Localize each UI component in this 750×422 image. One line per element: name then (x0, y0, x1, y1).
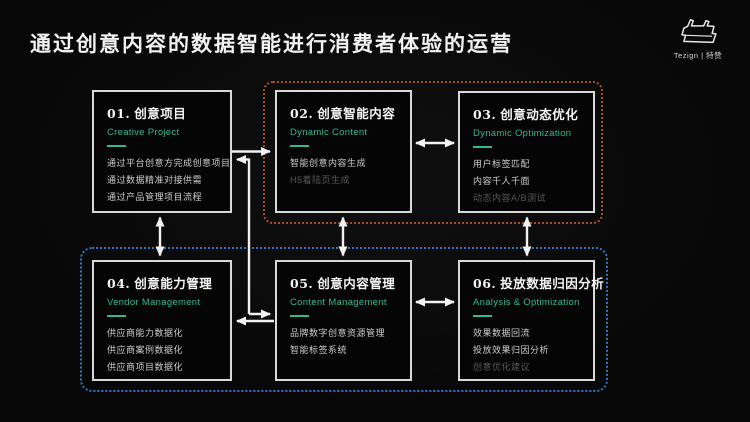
box-title: 04.创意能力管理 (107, 273, 218, 292)
box-subtitle: Analysis & Optimization (473, 297, 580, 308)
list-item: 智能标签系统 (290, 345, 348, 355)
list-item: 动态内容A/B测试 (473, 193, 547, 203)
list-item: 品牌数字创意资源管理 (290, 328, 386, 338)
box-title-text: 创意智能内容 (317, 106, 396, 121)
list-item: H5着陆页生成 (290, 175, 351, 185)
divider (290, 145, 309, 147)
box-subtitle: Dynamic Optimization (473, 128, 572, 139)
list-item: 通过平台创意方完成创意项目 (107, 158, 231, 168)
box-title: 05.创意内容管理 (290, 273, 398, 292)
list-item: 通过数据精准对接供需 (107, 175, 203, 185)
divider (107, 145, 126, 147)
divider (473, 315, 492, 317)
list-item: 供应商能力数据化 (107, 328, 184, 338)
box-subtitle: Content Management (290, 297, 387, 308)
divider (107, 315, 126, 317)
box-subtitle: Creative Project (107, 127, 180, 138)
list-item: 创意优化建议 (473, 362, 531, 372)
box-subtitle: Vendor Management (107, 297, 201, 308)
list-item: 智能创意内容生成 (290, 158, 367, 168)
box-number: 03. (473, 107, 497, 122)
list-item: 内容千人千面 (473, 176, 531, 186)
box-title: 06.投放数据归因分析 (473, 273, 604, 292)
list-item: 供应商项目数据化 (107, 362, 184, 372)
box-number: 04. (107, 276, 131, 291)
box-number: 01. (107, 106, 131, 121)
page-title: 通过创意内容的数据智能进行消费者体验的运营 (30, 31, 513, 56)
box-title: 02.创意智能内容 (290, 103, 398, 122)
brand-logo-caption: Tezign | 特赞 (668, 50, 728, 61)
brand-name-en: Tezign (673, 51, 699, 60)
divider (473, 146, 492, 148)
box-subtitle: Dynamic Content (290, 127, 368, 138)
box-number: 05. (290, 276, 314, 291)
box-analysis-optimization: 06.投放数据归因分析 Analysis & Optimization 效果数据… (458, 260, 604, 381)
brand-name-cn: 特赞 (706, 51, 723, 60)
list-item: 投放效果归因分析 (473, 345, 550, 355)
box-creative-project: 01.创意项目 Creative Project 通过平台创意方完成创意项目 通… (92, 90, 232, 213)
tezign-logo-icon (681, 19, 717, 44)
box-dynamic-content: 02.创意智能内容 Dynamic Content 智能创意内容生成 H5着陆页… (275, 90, 412, 213)
box-title-text: 创意能力管理 (134, 276, 213, 291)
box-title: 01.创意项目 (107, 103, 218, 122)
brand-logo: Tezign | 特赞 (668, 16, 728, 61)
box-dynamic-optimization: 03.创意动态优化 Dynamic Optimization 用户标签匹配 内容… (458, 91, 595, 213)
list-item: 效果数据回流 (473, 328, 531, 338)
box-vendor-management: 04.创意能力管理 Vendor Management 供应商能力数据化 供应商… (92, 260, 232, 381)
box-title-text: 创意内容管理 (317, 276, 396, 291)
brand-divider: | (701, 51, 704, 60)
box-title-text: 投放数据归因分析 (500, 276, 605, 291)
box-number: 06. (473, 276, 497, 291)
box-number: 02. (290, 106, 314, 121)
list-item: 供应商案例数据化 (107, 345, 184, 355)
box-title: 03.创意动态优化 (473, 104, 581, 123)
divider (290, 315, 309, 317)
box-content-management: 05.创意内容管理 Content Management 品牌数字创意资源管理 … (275, 260, 412, 381)
box-title-text: 创意项目 (134, 106, 187, 121)
list-item: 用户标签匹配 (473, 159, 531, 169)
list-item: 通过产品管理项目流程 (107, 192, 203, 202)
box-title-text: 创意动态优化 (500, 107, 579, 122)
